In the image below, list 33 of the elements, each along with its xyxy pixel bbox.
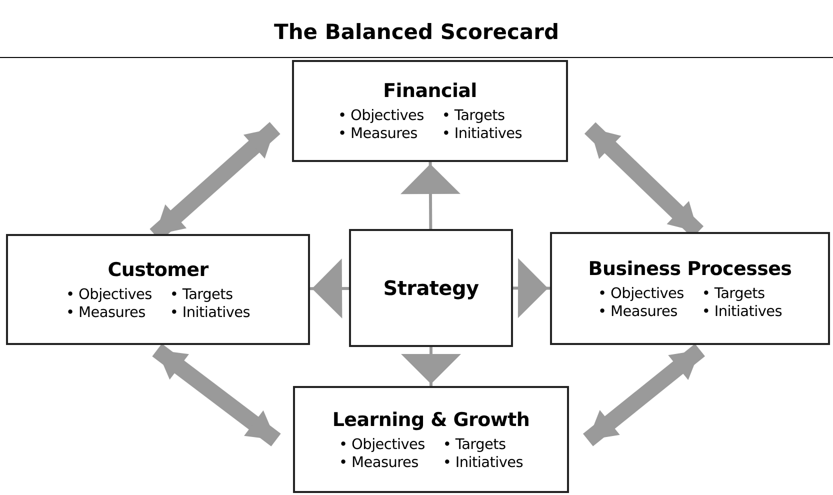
bullet-item: • Objectives (338, 108, 424, 124)
perspective-box (292, 60, 568, 162)
strategy-box (349, 229, 513, 347)
arrowhead (513, 258, 550, 318)
bullet-item: • Targets (442, 108, 506, 124)
bullet-item: • Initiatives (442, 126, 522, 142)
bullet-item: • Objectives (66, 286, 152, 302)
box-heading: Customer (108, 258, 208, 280)
diagram-title: The Balanced Scorecard (273, 20, 560, 44)
bullet-item: • Targets (170, 286, 234, 302)
perspective-box (293, 386, 569, 493)
bullet-item: • Measures (598, 304, 678, 320)
double-arrow (583, 344, 705, 446)
bullet-item: • Targets (702, 286, 766, 302)
bullet-item: • Measures (338, 126, 418, 142)
box-heading: Business Processes (588, 258, 792, 280)
box-heading: Learning & Growth (332, 408, 530, 430)
bullet-item: • Objectives (338, 436, 425, 452)
bullet-item: • Objectives (598, 286, 684, 302)
double-arrow (152, 344, 281, 446)
arrowhead (400, 162, 460, 229)
perspective-box (550, 232, 830, 345)
arrowhead (310, 258, 350, 318)
bullet-item: • Initiatives (170, 304, 250, 320)
bullet-item: • Targets (442, 436, 507, 452)
bullet-item: • Initiatives (702, 304, 782, 320)
box-heading: Strategy (383, 276, 479, 300)
bullet-item: • Measures (66, 304, 146, 320)
bullet-item: • Initiatives (442, 454, 523, 470)
arrowhead (401, 347, 461, 386)
bullet-item: • Measures (338, 454, 420, 470)
box-heading: Financial (383, 80, 477, 102)
perspective-box (6, 234, 310, 345)
